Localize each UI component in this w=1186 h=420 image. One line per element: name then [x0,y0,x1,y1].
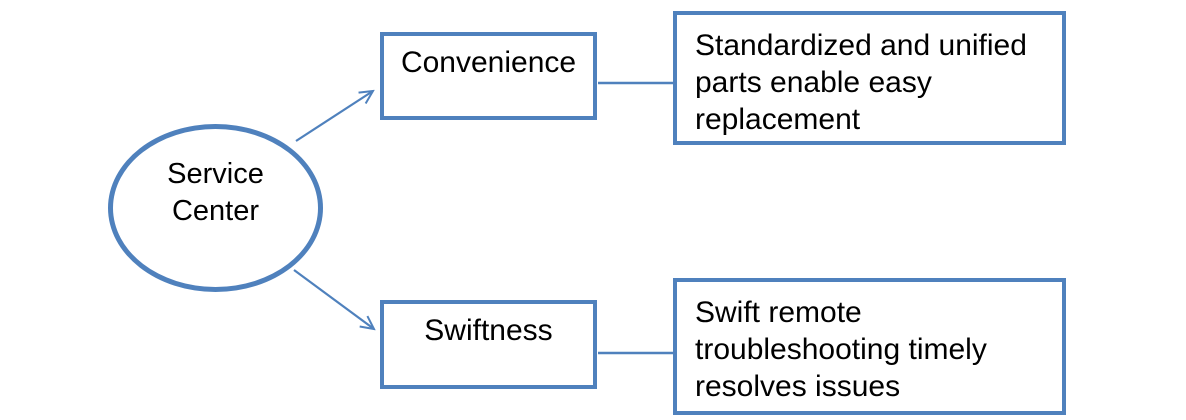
convenience-label: Convenience [400,46,577,79]
service-center-node: Service Center [108,124,323,292]
swiftness-description-box: Swift remote troubleshooting timely reso… [673,278,1066,415]
arrow-service-center-to-swiftness [293,269,374,329]
convenience-description-box: Standardized and unified parts enable ea… [673,11,1066,145]
swiftness-description-text: Swift remote troubleshooting timely reso… [695,296,987,403]
service-center-label: Service Center [167,158,264,227]
swiftness-label: Swiftness [424,314,553,347]
arrow-service-center-to-convenience [295,91,373,142]
swiftness-node: Swiftness [380,300,597,389]
convenience-description-text: Standardized and unified parts enable ea… [695,29,1027,136]
convenience-node: Convenience [380,32,597,120]
